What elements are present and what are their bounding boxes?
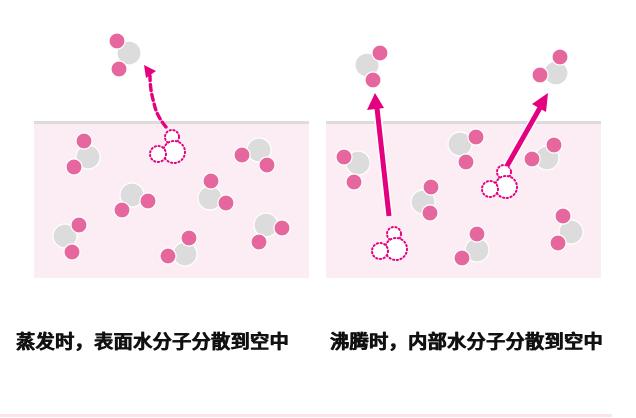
water-molecule-icon [197, 172, 235, 212]
hydrogen-atom [335, 148, 353, 166]
hydrogen-atom [421, 204, 439, 222]
boiling-diagram [326, 44, 601, 278]
arrowhead-icon [144, 65, 156, 78]
hydrogen-atom [139, 192, 157, 210]
water-molecules [335, 128, 584, 267]
water-surface-line [326, 121, 601, 124]
water-molecule-icon [113, 182, 157, 219]
arrowhead-icon [532, 93, 548, 112]
hydrogen-atom [63, 243, 81, 261]
bottom-divider [0, 414, 612, 417]
hydrogen-atom [233, 146, 251, 164]
water-molecule-icon [108, 32, 142, 78]
water-molecule-icon [453, 225, 490, 267]
hydrogen-atom [75, 132, 93, 150]
vacancy-outline [149, 129, 186, 164]
hydrogen-atom [159, 247, 177, 265]
hydrogen-atom [531, 66, 549, 84]
oxygen-atom [558, 219, 584, 245]
boiling-caption: 沸腾时，内部水分子分散到空中 [330, 331, 604, 353]
hydrogen-atom [113, 201, 131, 219]
vacancy-outline-icon [149, 129, 186, 164]
arrow-shaft [374, 107, 392, 217]
hydrogen-atom [422, 178, 440, 196]
vacancy-outline-icon [371, 226, 408, 261]
hydrogen-atom [453, 249, 471, 267]
water-molecule-icon [250, 212, 291, 251]
water-molecule-icon [335, 148, 371, 191]
hydrogen-atom [364, 71, 382, 89]
hydrogen-atom [65, 158, 83, 176]
arrowhead-icon [367, 93, 384, 110]
hydrogen-atom [371, 44, 389, 62]
hydrogen-atom [551, 48, 569, 66]
hydrogen-atom [217, 194, 235, 212]
water-surface-line [34, 121, 309, 124]
hydrogen-atom [180, 229, 198, 247]
boiling-panel [326, 44, 601, 278]
water-molecule-icon [65, 132, 101, 176]
evaporation-diagram [34, 32, 309, 278]
water-molecule-icon [159, 229, 198, 267]
water-molecule-icon [531, 48, 569, 86]
hydrogen-atom [523, 150, 541, 168]
water-molecule-icon [410, 178, 440, 222]
vacancy-outlines [371, 164, 518, 261]
solid-arrow-icon [504, 104, 544, 168]
hydrogen-atom [468, 225, 486, 243]
hydrogen-atom [345, 173, 363, 191]
hydrogen-atom [545, 136, 563, 154]
hydrogen-atom [457, 153, 475, 171]
hydrogen-atom [273, 219, 291, 237]
escaped-molecule [108, 32, 142, 78]
evaporation-panel [0, 0, 309, 290]
hydrogen-atom [554, 207, 572, 225]
water-molecule-icon [233, 137, 276, 174]
hydrogen-atom [549, 234, 567, 252]
water-molecule-icon [523, 136, 563, 171]
hydrogen-atom [70, 216, 88, 234]
escaped-molecules [354, 44, 569, 89]
hydrogen-atom [108, 32, 126, 50]
hydrogen-atom [202, 172, 220, 190]
water-molecule-icon [549, 207, 584, 252]
hydrogen-atom [467, 128, 485, 146]
water-molecule-icon [52, 216, 88, 261]
water-molecule-icon [447, 128, 485, 171]
hydrogen-atom [110, 60, 128, 78]
water-molecule-icon [354, 44, 389, 89]
hydrogen-atom [258, 156, 276, 174]
dashed-arrow-icon [148, 74, 168, 129]
vacancy-outline-icon [481, 164, 518, 199]
water-molecules [52, 132, 291, 267]
evaporation-caption: 蒸发时，表面水分子分散到空中 [16, 331, 290, 353]
hydrogen-atom [250, 233, 268, 251]
